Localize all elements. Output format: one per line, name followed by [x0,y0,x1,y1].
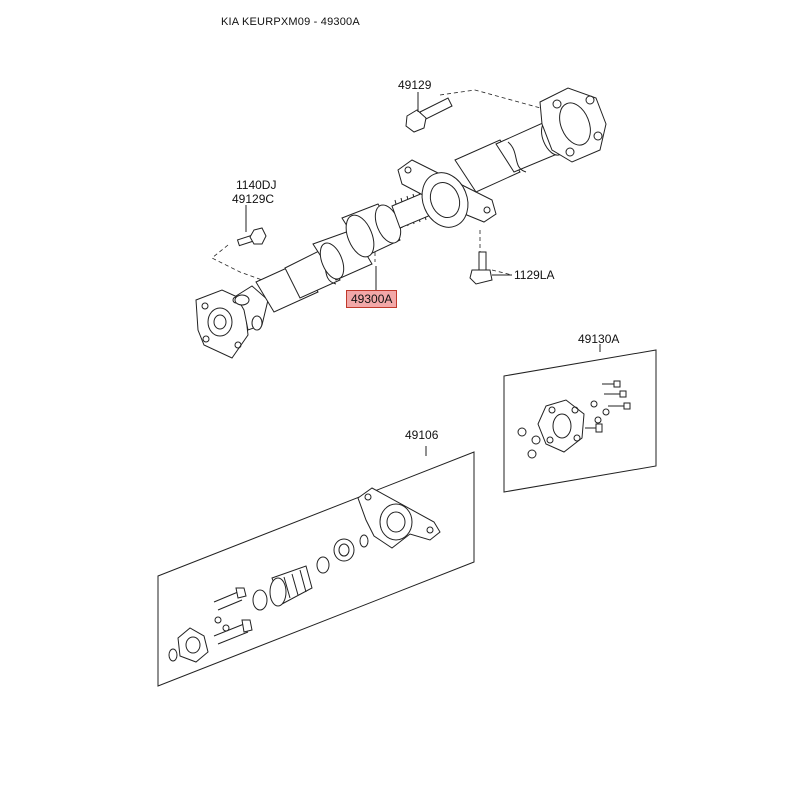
bolt-1129la [469,251,493,285]
label-49300a-highlight[interactable]: 49300A [346,290,398,308]
snap-ring [359,534,369,548]
support-bracket [357,487,441,549]
yoke-bolts [213,587,253,645]
dust-boot [269,565,313,607]
label-1140dj: 1140DJ [236,178,277,192]
bolt-49129c [236,227,267,247]
center-bearing [397,159,497,228]
page-title: KIA KEURPXM09 - 49300A [221,16,360,28]
kit-49130a-box [503,344,657,493]
label-49106: 49106 [405,428,439,442]
rear-flex-coupling [539,87,607,163]
label-49129c: 49129C [232,192,275,206]
boot-clamp [252,589,268,611]
seal-ring [333,538,355,562]
label-49129: 49129 [398,78,432,92]
propeller-shaft-assembly [195,87,607,359]
label-1129la: 1129LA [514,268,555,282]
washer [316,556,330,574]
coupling-bolts [585,380,631,433]
bolt-49129 [405,97,453,133]
flange-gasket [177,627,209,663]
flex-coupling-disc [537,399,585,453]
flange-ring [168,648,178,662]
label-49130a: 49130A [578,332,620,346]
front-flange-yoke [195,285,269,359]
kit-49106-box [157,446,475,687]
coupling-nuts [517,400,610,459]
